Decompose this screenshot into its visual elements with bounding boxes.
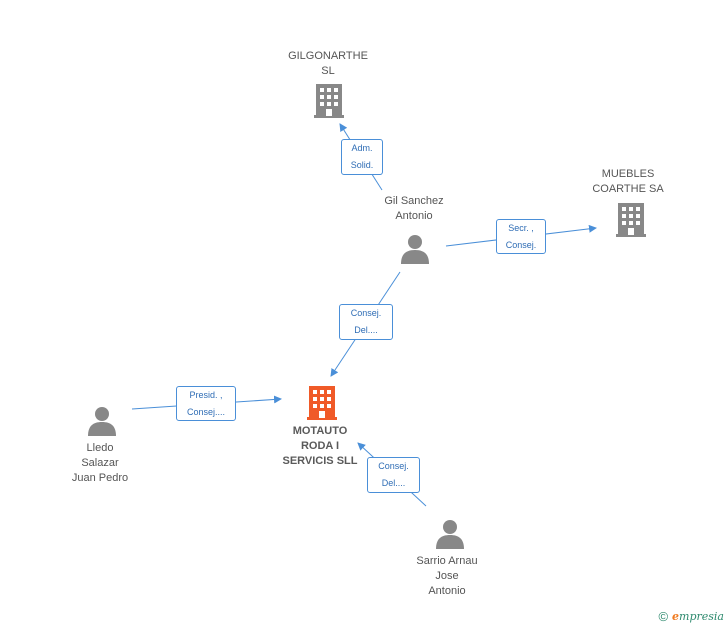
relation-box-sarrio-consej-del[interactable]: Consej. Del.... [367, 457, 420, 493]
person-label-gil[interactable]: Gil Sanchez Antonio [384, 195, 444, 222]
copyright-symbol: © [658, 609, 669, 624]
relation-box-adm-solid[interactable]: Adm. Solid. [341, 139, 383, 175]
person-icon[interactable] [88, 407, 116, 436]
relation-box-secr-consej[interactable]: Secr. , Consej. [496, 219, 546, 254]
company-label-muebles[interactable]: MUEBLES COARTHE SA [592, 168, 664, 195]
person-label-sarrio[interactable]: Sarrio Arnau Jose Antonio [416, 555, 478, 597]
company-label-gilgonarthe[interactable]: GILGONARTHE SL [288, 50, 368, 77]
company-label-motauto[interactable]: MOTAUTO RODA I SERVICIS SLL [282, 425, 358, 467]
building-icon[interactable] [616, 203, 646, 237]
person-icon[interactable] [401, 235, 429, 264]
person-icon[interactable] [436, 520, 464, 549]
person-label-lledo[interactable]: Lledo Salazar Juan Pedro [71, 442, 129, 484]
building-icon[interactable] [314, 84, 344, 118]
footer-brand: © empresia [658, 609, 724, 624]
building-icon[interactable] [307, 386, 337, 420]
relation-box-gil-consej-del[interactable]: Consej. Del.... [339, 304, 393, 340]
empresia-logo: empresia [672, 610, 724, 623]
relation-box-presid-consej[interactable]: Presid. , Consej.... [176, 386, 236, 421]
